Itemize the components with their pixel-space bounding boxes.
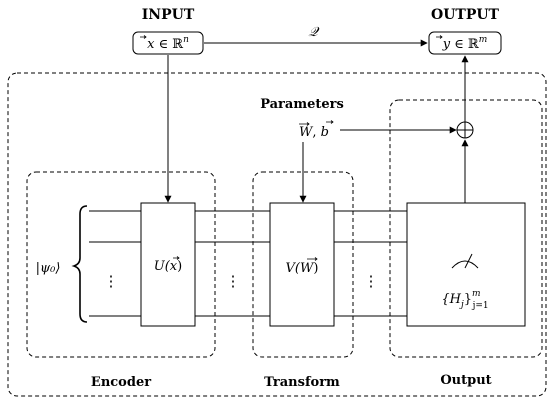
output-title: Output <box>440 373 491 388</box>
parameters-title: Parameters <box>260 97 344 112</box>
u-symbol: U( <box>154 259 171 274</box>
obs-sub-range: j=1 <box>472 301 489 311</box>
encoder-dashed-box <box>26 171 216 358</box>
transform-gate-v <box>269 202 335 327</box>
output-set-symbol: ∈ ℝ <box>450 37 480 52</box>
q-map-label: 𝒬 <box>308 25 320 40</box>
output-box <box>428 31 502 55</box>
weights-vector-accent <box>299 122 310 126</box>
output-vector-symbol: y <box>442 37 451 52</box>
measurement-box <box>406 202 526 327</box>
output-dimension: m <box>479 35 488 45</box>
v-arg: W <box>300 261 315 276</box>
weights-symbol: W <box>299 125 314 140</box>
initial-state-label: |ψ₀⟩ <box>36 261 61 276</box>
obs-close: } <box>464 292 472 307</box>
input-box <box>132 31 204 55</box>
output-heading: OUTPUT <box>431 7 500 23</box>
input-heading: INPUT <box>142 7 195 23</box>
input-vector-arrow-accent <box>140 35 147 39</box>
parameters-symbols: W, b <box>299 125 329 140</box>
input-vector-symbol: x <box>147 37 155 52</box>
u-arg-vector-accent <box>173 256 180 260</box>
output-vector-arrow-accent <box>436 35 443 39</box>
encoder-vdots: ⋮ <box>104 272 119 290</box>
v-symbol: V( <box>286 261 301 276</box>
encoder-gate-u <box>140 202 196 327</box>
mid-vdots-1: ⋮ <box>226 272 241 290</box>
obs-sub-j: j <box>459 300 464 310</box>
bias-symbol: b <box>321 125 329 140</box>
obs-open: {H <box>441 292 461 307</box>
initial-state-brace <box>71 205 88 323</box>
transform-dashed-box <box>252 171 354 358</box>
mid-vdots-2: ⋮ <box>364 272 379 290</box>
output-dashed-box <box>389 99 543 358</box>
transform-title: Transform <box>264 375 340 390</box>
v-close: ) <box>313 261 318 276</box>
v-arg-vector-accent <box>307 257 318 261</box>
transform-gate-label: V(W) <box>286 261 319 276</box>
params-separator: , <box>312 125 320 140</box>
input-set-symbol: ∈ ℝ <box>154 37 184 52</box>
qubit-wires <box>89 210 407 317</box>
encoder-title: Encoder <box>91 375 151 390</box>
input-space-label: x ∈ ℝn <box>147 35 189 52</box>
input-dimension: n <box>183 35 189 45</box>
u-arg: x <box>170 259 178 274</box>
output-space-label: y ∈ ℝm <box>442 35 488 52</box>
bias-vector-accent <box>326 120 334 124</box>
outer-dashed-frame <box>7 72 547 397</box>
observables-label: {Hj}m j=1 <box>441 289 488 311</box>
obs-sup-m: m <box>472 289 481 299</box>
encoder-gate-label: U(x) <box>154 259 182 274</box>
meter-icon <box>451 253 479 269</box>
u-close: ) <box>177 259 182 274</box>
